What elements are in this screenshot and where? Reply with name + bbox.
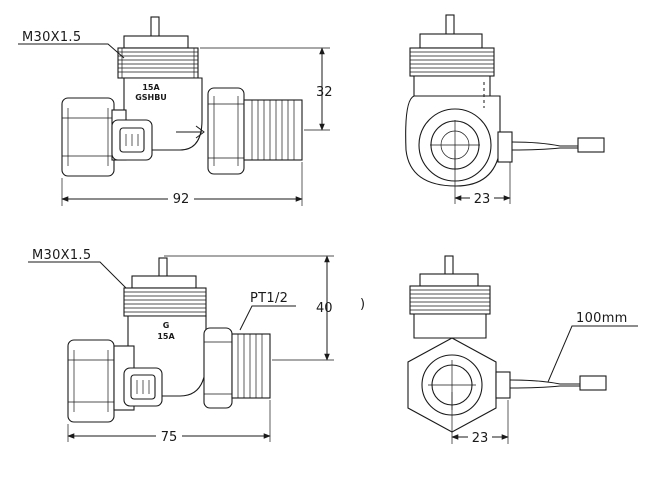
bottom-front-view: 100mm 23 [407, 255, 638, 446]
thread-m30 [409, 47, 495, 77]
cable-plug [579, 375, 607, 391]
bottom-side-view: G 15A M30X1.5 PT1/2 40 75 [28, 248, 334, 445]
flow-arrow [176, 125, 205, 139]
thread-callout: M30X1.5 [22, 30, 81, 45]
bonnet [413, 75, 491, 97]
thread-collar [419, 33, 483, 49]
cable [511, 141, 578, 147]
top-side-view: 15A GSHBU M30X1.5 32 92 [18, 16, 333, 207]
thread-collar [419, 273, 479, 287]
thread-leader [28, 261, 127, 289]
thread-leader [18, 43, 125, 59]
spindle-pin [158, 257, 168, 279]
cable-leader [547, 325, 638, 383]
marking-line2: GSHBU [135, 93, 167, 102]
length-dim-label: 75 [161, 430, 178, 445]
cable-gland [497, 131, 513, 163]
spindle-pin [444, 255, 454, 277]
width-dim-label: 23 [472, 431, 489, 446]
width-dim-label: 23 [474, 192, 491, 207]
bonnet [413, 313, 487, 339]
marking-line1: 15A [142, 83, 160, 92]
thread-m30 [123, 287, 207, 317]
pipe-callout: PT1/2 [250, 291, 288, 306]
marking-line2: 15A [157, 332, 175, 341]
top-front-view: 23 [405, 14, 605, 207]
sensor-connector [123, 367, 163, 407]
cable [509, 379, 580, 385]
pipe-leader [239, 305, 296, 331]
cable-plug [577, 137, 605, 153]
length-dim-label: 92 [173, 192, 190, 207]
pipe-thread-tail [243, 99, 303, 161]
thread-collar [131, 275, 197, 289]
sensor-connector [111, 119, 153, 161]
thread-collar [123, 35, 189, 49]
thread-callout: M30X1.5 [32, 248, 91, 263]
height-extension-lines [200, 47, 330, 131]
right-union-nut [207, 87, 245, 175]
cable-gland [495, 371, 511, 399]
stray-mark: ) [360, 297, 365, 312]
height-dim-label: 32 [316, 85, 333, 100]
spindle-pin [150, 16, 160, 38]
marking-line1: G [163, 321, 170, 330]
thread-m30 [409, 285, 491, 315]
left-union-nut [67, 339, 115, 423]
thread-m30 [117, 47, 199, 79]
pipe-thread-tail [231, 333, 271, 399]
height-dim-label: 40 [316, 301, 333, 316]
cable-callout: 100mm [576, 311, 628, 326]
left-union-nut [61, 97, 115, 177]
right-union-nut [203, 327, 233, 409]
